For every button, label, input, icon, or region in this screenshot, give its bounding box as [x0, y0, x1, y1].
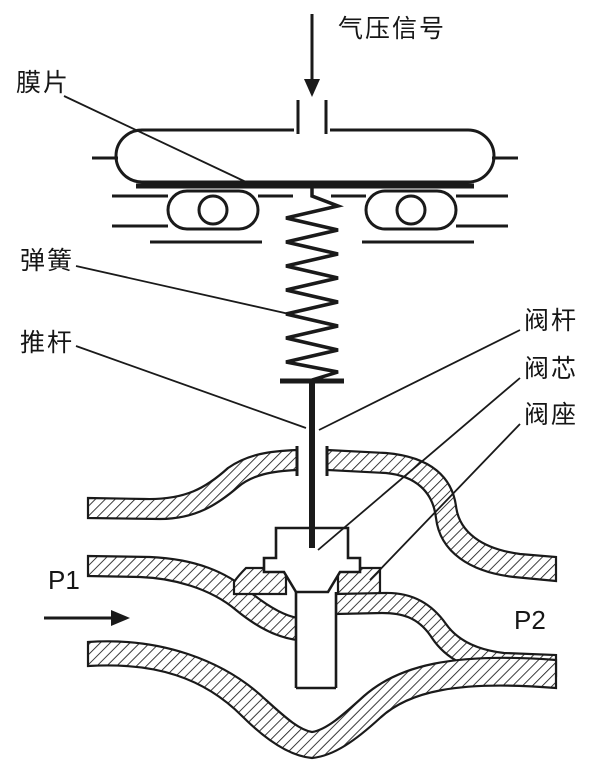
- spring: [285, 186, 344, 382]
- flow-arrow-p1: [44, 610, 130, 626]
- leader-diaphragm: [63, 95, 247, 183]
- valve-body: [86, 448, 558, 760]
- leader-push-rod: [75, 345, 307, 429]
- valve-plug-label: 阀芯: [524, 355, 579, 383]
- body-wall-bottom: [86, 640, 558, 760]
- body-wall-upper-right: [325, 448, 558, 583]
- push-rod-label: 推杆: [20, 329, 75, 357]
- leader-lines: [63, 95, 521, 581]
- valve-seat-left: [232, 566, 288, 596]
- body-wall-upper-left: [86, 448, 299, 521]
- leader-valve-plug: [317, 377, 521, 551]
- stem-gland: [295, 446, 329, 476]
- valve-plug: [262, 526, 362, 594]
- valve-seat-label: 阀座: [524, 401, 579, 429]
- diaphragm-label: 膜片: [16, 69, 71, 97]
- spring-label: 弹簧: [20, 247, 75, 275]
- signal-label: 气压信号: [338, 15, 447, 43]
- pressure-out-label: P2: [514, 605, 546, 635]
- leader-spring: [75, 265, 299, 317]
- flange-bolt-right: [395, 194, 427, 226]
- pressure-in-label: P1: [48, 565, 80, 595]
- flange-bolt-left: [197, 194, 229, 226]
- actuator-top-shell: [114, 128, 496, 184]
- diaphragm-actuator: [92, 100, 518, 244]
- leader-valve-stem: [318, 329, 521, 431]
- signal-arrow: [304, 14, 320, 97]
- leader-valve-seat: [369, 423, 521, 581]
- valve-stem-label: 阀杆: [524, 307, 579, 335]
- downcomer-tube: [294, 592, 338, 690]
